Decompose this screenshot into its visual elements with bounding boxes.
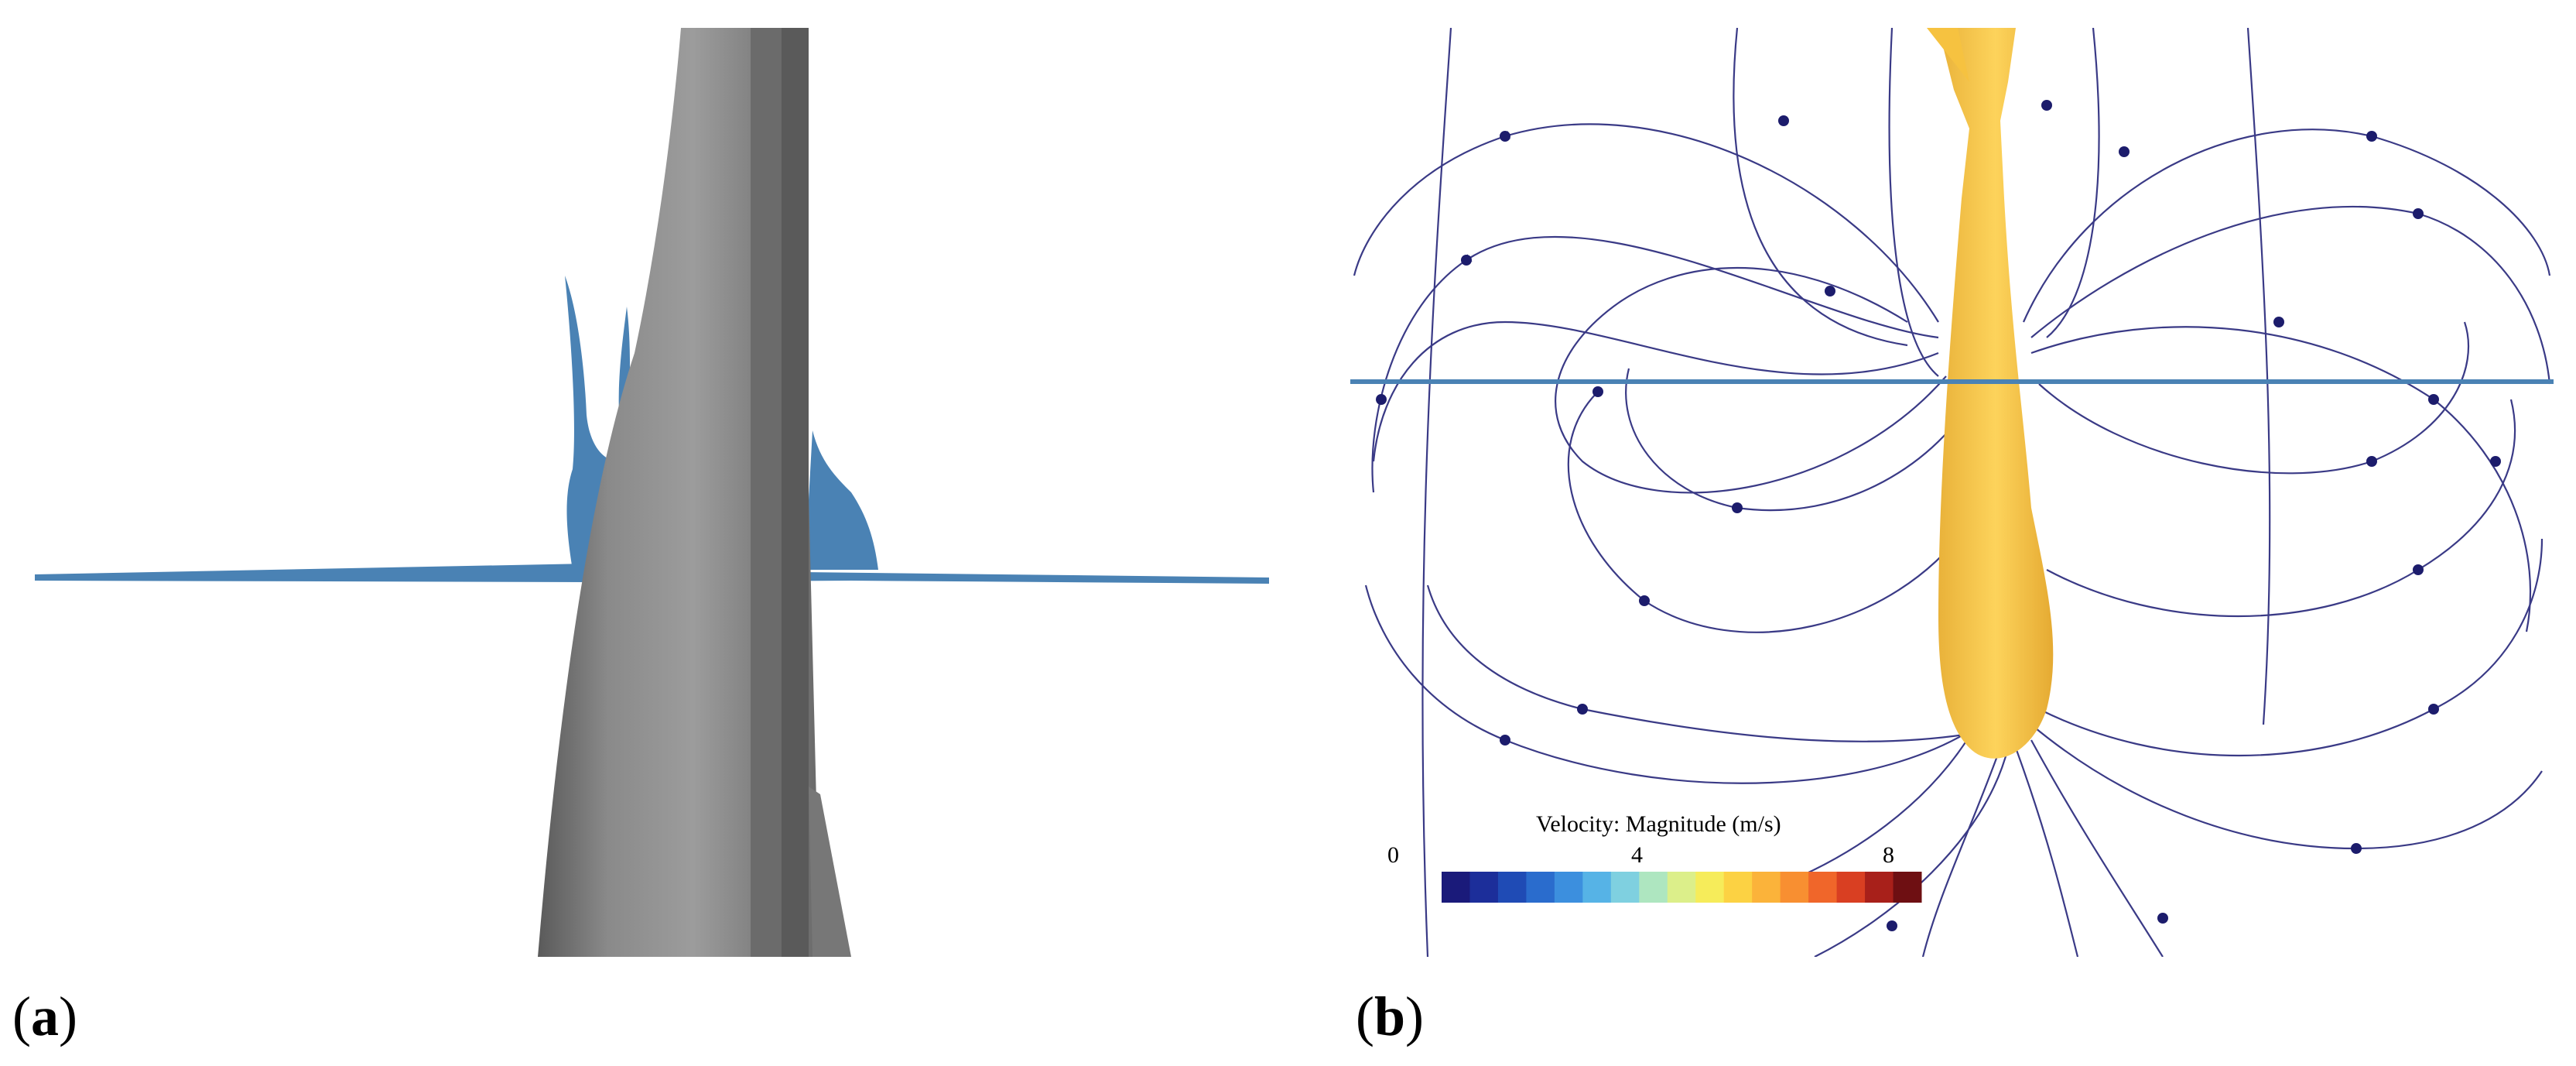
colorbar-segment — [1667, 872, 1696, 903]
legend-tick-8: 8 — [1883, 842, 1894, 868]
colorbar-segment — [1836, 872, 1866, 903]
colorbar-segment — [1526, 872, 1555, 903]
panel-a-label: (a) — [12, 985, 77, 1047]
colorbar-segment — [1780, 872, 1809, 903]
legend-title: Velocity: Magnitude (m/s) — [1536, 811, 1781, 837]
panel-a-render — [31, 28, 1269, 957]
streamline-arrows — [1376, 100, 2501, 931]
panel-b-image — [1350, 28, 2554, 957]
pile-body — [538, 28, 820, 957]
colorbar-segment — [1442, 872, 1470, 903]
colorbar-segment — [1497, 872, 1527, 903]
submerged-body — [1938, 28, 2054, 759]
colorbar-segment — [1695, 872, 1725, 903]
pile-strip-2 — [782, 28, 809, 957]
colorbar-segment — [1893, 872, 1922, 903]
splash-right — [805, 430, 878, 570]
body-top-fin — [1927, 28, 1969, 82]
legend-tick-4: 4 — [1631, 842, 1643, 868]
colorbar — [1442, 872, 1922, 903]
colorbar-segment — [1752, 872, 1781, 903]
colorbar-segment — [1582, 872, 1612, 903]
colorbar-segment — [1469, 872, 1499, 903]
colorbar-segment — [1610, 872, 1640, 903]
panel-b-label: (b) — [1356, 985, 1425, 1047]
colorbar-segment — [1639, 872, 1668, 903]
panel-a-image — [35, 28, 1269, 957]
colorbar-segment — [1723, 872, 1753, 903]
colorbar-segment — [1554, 872, 1583, 903]
colorbar-segment — [1865, 872, 1894, 903]
panel-b-render — [1350, 28, 2554, 957]
water-surface — [1350, 379, 2554, 384]
colorbar-segment — [1808, 872, 1838, 903]
legend-tick-0: 0 — [1387, 842, 1399, 868]
pile-strip-1 — [751, 28, 782, 957]
pile-strip-3 — [809, 787, 851, 957]
